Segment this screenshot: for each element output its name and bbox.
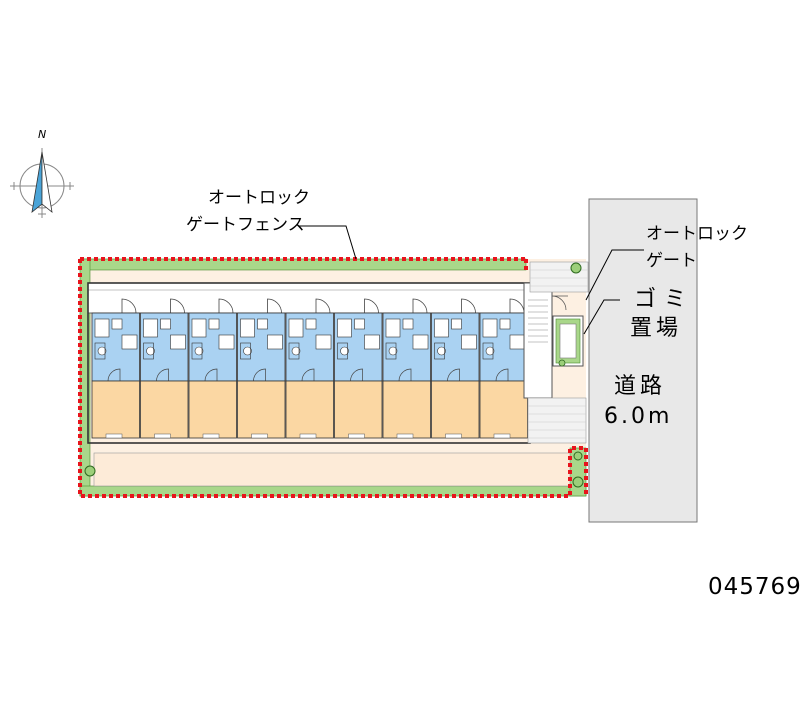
garbage-label-line1: ゴミ (634, 287, 695, 312)
property-id: 045769 (708, 574, 800, 600)
garbage-leader (583, 299, 620, 335)
corridor (87, 282, 525, 314)
gate (551, 295, 568, 311)
road-label-line1: 道路 (614, 374, 667, 399)
units-group (91, 298, 528, 439)
apartment-unit (91, 298, 140, 439)
apartment-unit (479, 298, 528, 439)
tree (572, 476, 584, 488)
apartment-unit (237, 298, 286, 439)
garbage-label-line2: 置場 (630, 316, 683, 341)
parking-area (93, 452, 571, 487)
apartment-unit (431, 298, 480, 439)
autolock-fence (78, 257, 588, 498)
tree (570, 262, 582, 274)
apartment-unit (334, 298, 383, 439)
apartment-unit (285, 298, 334, 439)
tree (573, 451, 583, 461)
apartment-unit (140, 298, 189, 439)
tree (558, 359, 566, 367)
road-width-label: 6.0m (604, 404, 673, 429)
stair-area (523, 282, 553, 399)
fence-label-line1: オートロック (208, 188, 310, 208)
gate-label-line1: オートロック (646, 224, 748, 244)
gate-label-line2: ゲート (646, 251, 697, 271)
tree (84, 465, 96, 477)
road (588, 198, 698, 523)
tiled-walkway (527, 397, 587, 444)
apartment-unit (188, 298, 237, 439)
compass-north-label: N (38, 128, 47, 141)
fence-label-line2: ゲートフェンス (186, 215, 305, 235)
fence-leader (298, 225, 357, 260)
apartment-unit (382, 298, 431, 439)
compass (10, 148, 74, 218)
gate-leader (585, 249, 644, 301)
